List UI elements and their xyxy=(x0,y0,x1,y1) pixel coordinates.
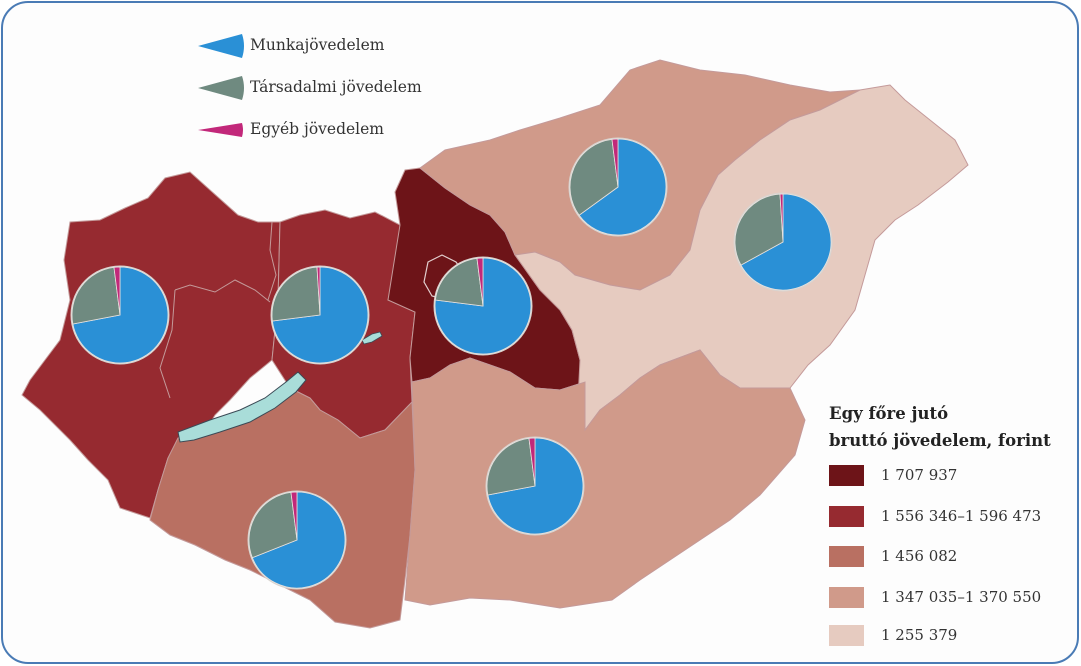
pie-k-z-p-magyarorsz-g xyxy=(433,256,533,356)
legend-swatch xyxy=(829,465,864,486)
pie-k-z-p-dun-nt-l xyxy=(270,265,370,365)
legend-label: 1 556 346–1 596 473 xyxy=(881,507,1042,525)
legend-item: 1 707 937 xyxy=(829,463,1069,487)
legend-swatch xyxy=(829,506,864,527)
pie-wedge-icon xyxy=(198,34,244,58)
pie-slice-munkajovedelem xyxy=(487,437,584,535)
lake-velence xyxy=(361,331,383,345)
pie-slice-tarsadalmi-jovedelem xyxy=(434,257,484,307)
region-pies xyxy=(70,137,833,590)
county-boundary-line xyxy=(267,221,277,301)
pie-slice-egyeb-jovedelem xyxy=(611,138,619,188)
legend-title: Egy főre jutó bruttó jövedelem, forint xyxy=(829,400,1051,454)
pie-legend-item-tarsadalmi: Társadalmi jövedelem xyxy=(198,74,458,104)
pie-slice-munkajovedelem xyxy=(251,491,346,589)
pie-slice-egyeb-jovedelem xyxy=(528,437,536,487)
legend-item: 1 347 035–1 370 550 xyxy=(829,585,1069,609)
region-del-alfold xyxy=(404,349,806,609)
pie-slice-tarsadalmi-jovedelem xyxy=(569,138,619,216)
legend-item: 1 456 082 xyxy=(829,544,1069,568)
pie-slice-egyeb-jovedelem xyxy=(316,266,321,316)
pie--szak-magyarorsz-g xyxy=(568,137,668,237)
legend-swatch xyxy=(829,625,864,646)
pie-d-l-alf-ld xyxy=(485,436,585,536)
pie-slice-tarsadalmi-jovedelem xyxy=(71,266,121,325)
pie-slice-munkajovedelem xyxy=(434,257,532,355)
legend-label: 1 456 082 xyxy=(881,547,958,565)
pie-slice-tarsadalmi-jovedelem xyxy=(248,491,298,559)
pie-slice-egyeb-jovedelem xyxy=(113,266,121,316)
pie-legend-label: Egyéb jövedelem xyxy=(250,120,385,138)
pie-slice-tarsadalmi-jovedelem xyxy=(271,266,321,322)
legend-title-line: bruttó jövedelem, forint xyxy=(829,431,1051,450)
pie-slice-tarsadalmi-jovedelem xyxy=(486,437,536,496)
pie-slice-munkajovedelem xyxy=(72,266,169,364)
legend-title-line: Egy főre jutó xyxy=(829,404,949,423)
pie-slice-tarsadalmi-jovedelem xyxy=(734,193,784,266)
legend-swatch xyxy=(829,546,864,567)
legend-swatch xyxy=(829,587,864,608)
pie-legend-label: Társadalmi jövedelem xyxy=(250,78,422,96)
county-boundary-line xyxy=(159,289,176,399)
pie-legend-item-egyeb: Egyéb jövedelem xyxy=(198,116,458,146)
lake-balaton xyxy=(177,371,307,443)
pie-slice-munkajovedelem xyxy=(578,138,667,236)
legend-label: 1 707 937 xyxy=(881,466,958,484)
pie-legend-item-munka: Munkajövedelem xyxy=(198,32,458,62)
pie-slice-munkajovedelem xyxy=(740,193,832,291)
pie--szak-alf-ld xyxy=(733,192,833,292)
pie-slice-egyeb-jovedelem xyxy=(290,491,298,541)
legend-label: 1 347 035–1 370 550 xyxy=(881,588,1042,606)
pie-legend-label: Munkajövedelem xyxy=(250,36,385,54)
pie-nyugat-dun-nt-l xyxy=(70,265,170,365)
pie-slice-egyeb-jovedelem xyxy=(476,257,484,307)
legend-item: 1 556 346–1 596 473 xyxy=(829,504,1069,528)
legend-item: 1 255 379 xyxy=(829,623,1069,647)
pie-wedge-icon xyxy=(198,123,243,137)
pie-wedge-icon xyxy=(198,76,244,100)
county-boundary-line xyxy=(174,279,271,303)
legend-label: 1 255 379 xyxy=(881,626,958,644)
pie-slice-egyeb-jovedelem xyxy=(779,193,784,243)
pie-d-l-dun-nt-l xyxy=(247,490,347,590)
